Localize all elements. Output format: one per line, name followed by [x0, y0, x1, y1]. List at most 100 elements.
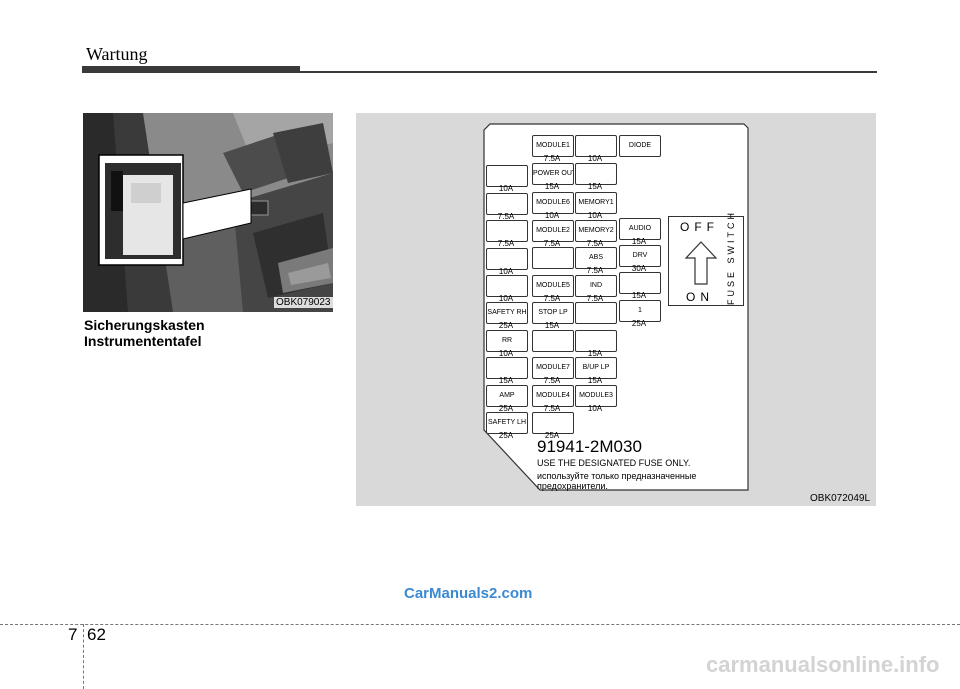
arrow-up-icon	[684, 241, 718, 285]
fuse-col3-0	[575, 135, 617, 157]
fuse-col2-4	[532, 247, 574, 269]
part-number: 91941-2M030	[537, 437, 642, 456]
fuse-amp: 7.5A	[586, 294, 604, 303]
fuse-col2-7	[532, 330, 574, 352]
fuse-amp: 7.5A	[497, 239, 515, 248]
fuse-label: IND	[589, 282, 603, 289]
fuse-col2-10	[532, 412, 574, 434]
fuse-amp: 30A	[631, 264, 647, 273]
fuse-col4-1: AUDIO	[619, 218, 661, 240]
footer-vertical-divider	[83, 624, 84, 689]
footer-divider	[0, 624, 960, 625]
fuse-amp: 25A	[498, 431, 514, 440]
fuse-col3-4: ABS	[575, 247, 617, 269]
fuse-amp: 10A	[498, 184, 514, 193]
diagram-code: OBK072049L	[810, 493, 871, 504]
fuse-label: MODULE3	[579, 392, 613, 399]
fuse-label: SAFETY LH	[488, 419, 526, 426]
fuse-col1-0	[486, 165, 528, 187]
fuse-label: MODULE1	[536, 142, 570, 149]
fuse-col4-3	[619, 272, 661, 294]
fuse-label: SAFETY RH	[487, 309, 527, 316]
fuse-label: MODULE7	[536, 364, 570, 371]
fuse-switch-on: ON	[686, 290, 714, 304]
note-russian: используйте только предназначенные предо…	[537, 471, 697, 491]
fuse-label: 1	[638, 307, 642, 314]
fuse-label: B/UP LP	[582, 364, 610, 371]
fuse-label: AUDIO	[628, 225, 652, 232]
fuse-amp: 7.5A	[543, 294, 561, 303]
footer-site: carmanualsonline.info	[706, 652, 940, 677]
header-bar	[82, 66, 300, 73]
fuse-col3-9: MODULE3	[575, 385, 617, 407]
fuse-col4-0: DIODE	[619, 135, 661, 157]
fuse-col1-3	[486, 248, 528, 270]
fuse-col3-1	[575, 163, 617, 185]
fuse-amp: 10A	[587, 404, 603, 413]
fuse-switch-off: OFF	[680, 220, 719, 234]
fuse-amp: 7.5A	[543, 404, 561, 413]
fuse-amp: 10A	[544, 211, 560, 220]
fuse-label: MODULE5	[536, 282, 570, 289]
fuse-amp: 10A	[587, 154, 603, 163]
fuse-amp: 10A	[587, 211, 603, 220]
fuse-label: MODULE4	[536, 392, 570, 399]
watermark: CarManuals2.com	[404, 585, 533, 602]
header-line	[300, 71, 877, 73]
fuse-amp: 25A	[544, 431, 560, 440]
fuse-col1-5: SAFETY RH	[486, 302, 528, 324]
fuse-col3-3: MEMORY2	[575, 220, 617, 242]
fuse-col1-8: AMP	[486, 385, 528, 407]
fuse-col3-8: B/UP LP	[575, 357, 617, 379]
fuse-amp: 15A	[631, 237, 647, 246]
fuse-amp: 7.5A	[543, 376, 561, 385]
fuse-label: MODULE2	[536, 227, 570, 234]
fuse-amp: 15A	[544, 182, 560, 191]
page-chapter: 7	[68, 625, 78, 644]
fuse-amp: 7.5A	[543, 239, 561, 248]
fuse-amp: 15A	[544, 321, 560, 330]
fuse-amp: 7.5A	[543, 154, 561, 163]
fuse-col1-7	[486, 357, 528, 379]
header-title: Wartung	[86, 44, 148, 64]
fuse-label: DIODE	[628, 142, 652, 149]
fuse-amp: 15A	[587, 376, 603, 385]
fuse-col3-7	[575, 330, 617, 352]
photo-code: OBK079023	[274, 297, 333, 308]
fuse-col2-3: MODULE2	[532, 220, 574, 242]
fuse-col1-2	[486, 220, 528, 242]
fuse-label: ABS	[588, 254, 603, 261]
fuse-amp: 10A	[498, 349, 514, 358]
fuse-col4-4: 1	[619, 300, 661, 322]
fuse-label: DRV	[632, 252, 648, 259]
fuse-label: MODULE6	[536, 199, 570, 206]
fuse-col2-5: MODULE5	[532, 275, 574, 297]
fuse-amp: 10A	[498, 267, 514, 276]
fuse-label: RR	[501, 337, 513, 344]
fuse-label: AMP	[499, 392, 515, 399]
fuse-col3-2: MEMORY1	[575, 192, 617, 214]
fuse-amp: 25A	[498, 321, 514, 330]
fuse-col2-0: MODULE1	[532, 135, 574, 157]
fuse-col3-5: IND	[575, 275, 617, 297]
fuse-amp: 15A	[631, 291, 647, 300]
fuse-col2-8: MODULE7	[532, 357, 574, 379]
fuse-amp: 25A	[631, 319, 647, 328]
fuse-col4-2: DRV	[619, 245, 661, 267]
fuse-amp: 10A	[498, 294, 514, 303]
fuse-amp: 15A	[587, 349, 603, 358]
fuse-label: MEMORY2	[578, 227, 614, 234]
fuse-col1-1	[486, 193, 528, 215]
dashboard-photo-drawing	[83, 113, 333, 312]
fuse-amp: 15A	[587, 182, 603, 191]
page-number: 62	[87, 625, 106, 644]
dashboard-photo	[83, 113, 333, 312]
fuse-label: STOP LP	[538, 309, 568, 316]
caption: Sicherungskasten Instrumententafel	[84, 317, 205, 349]
caption-line2: Instrumententafel	[84, 333, 202, 349]
fuse-col1-4	[486, 275, 528, 297]
fuse-col2-1: POWER OUTLET	[532, 163, 574, 185]
fuse-col2-2: MODULE6	[532, 192, 574, 214]
fuse-amp: 7.5A	[586, 239, 604, 248]
fuse-col2-9: MODULE4	[532, 385, 574, 407]
